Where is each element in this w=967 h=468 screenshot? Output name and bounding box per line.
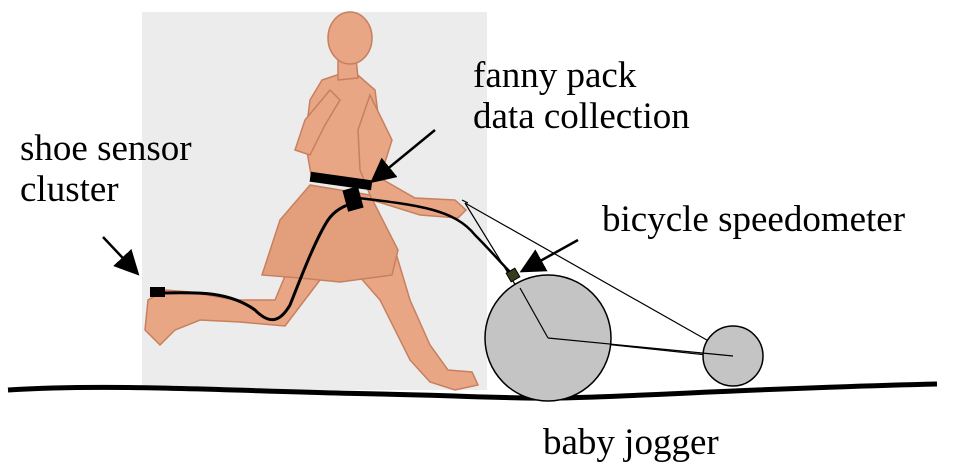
shoe-sensor-arrow xyxy=(103,237,136,272)
fanny-pack-label-line1: fanny pack xyxy=(473,55,690,96)
speedometer-arrow xyxy=(524,240,578,270)
speedometer-label: bicycle speedometer xyxy=(602,199,905,240)
shoe-sensor-label: shoe sensor cluster xyxy=(20,128,192,211)
shoe-sensor-box xyxy=(150,287,165,297)
fanny-pack-label: fanny pack data collection xyxy=(473,55,690,138)
fanny-pack-label-line2: data collection xyxy=(473,96,690,137)
handle-bar xyxy=(462,200,468,203)
shoe-sensor-label-line2: cluster xyxy=(20,169,192,210)
baby-jogger-label: baby jogger xyxy=(543,422,719,463)
runner-figure xyxy=(145,12,478,390)
shoe-sensor-label-line1: shoe sensor xyxy=(20,128,192,169)
runner-head xyxy=(328,12,372,64)
